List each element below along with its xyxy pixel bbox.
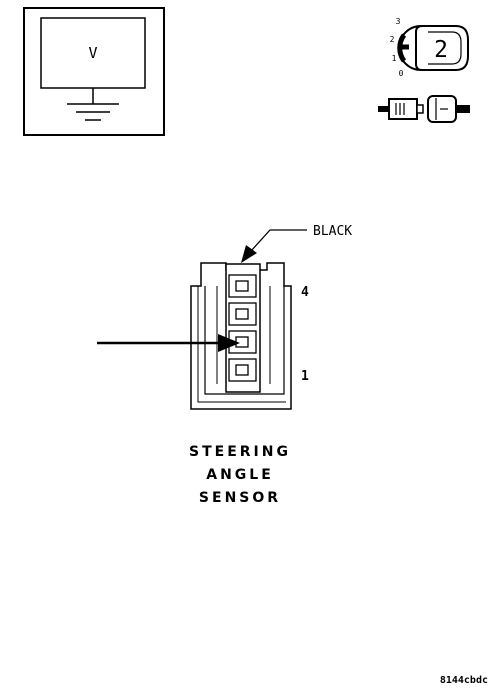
ignition-position-2: 2: [390, 35, 395, 44]
ignition-key-icon: 3 2 1 0 2: [390, 17, 469, 78]
sensor-connector: [190, 262, 292, 410]
voltmeter-icon: V: [23, 7, 165, 136]
figure-id: 8144cbdc: [440, 675, 488, 686]
component-title-line-2: ANGLE: [206, 467, 274, 483]
pin-cavity-4: [228, 274, 257, 298]
component-title-line-3: SENSOR: [199, 490, 281, 506]
probe-arrow-icon: [97, 334, 240, 352]
pin-cavity-1: [228, 358, 257, 382]
connector-color-label: BLACK: [313, 224, 352, 239]
pin-cavity-3: [228, 302, 257, 326]
component-title-line-1: STEERING: [189, 444, 291, 460]
connector-disconnect-icon: [378, 95, 470, 123]
pin-label-4: 4: [301, 285, 309, 300]
pin-label-1: 1: [301, 369, 309, 384]
meter-label: V: [88, 44, 97, 62]
ignition-position-3: 3: [396, 17, 401, 26]
ignition-position-0: 0: [399, 69, 404, 78]
ignition-key-number: 2: [434, 37, 448, 63]
ignition-position-1: 1: [392, 54, 397, 63]
callout-arrowhead-icon: [241, 245, 257, 263]
color-callout: BLACK: [241, 224, 352, 263]
